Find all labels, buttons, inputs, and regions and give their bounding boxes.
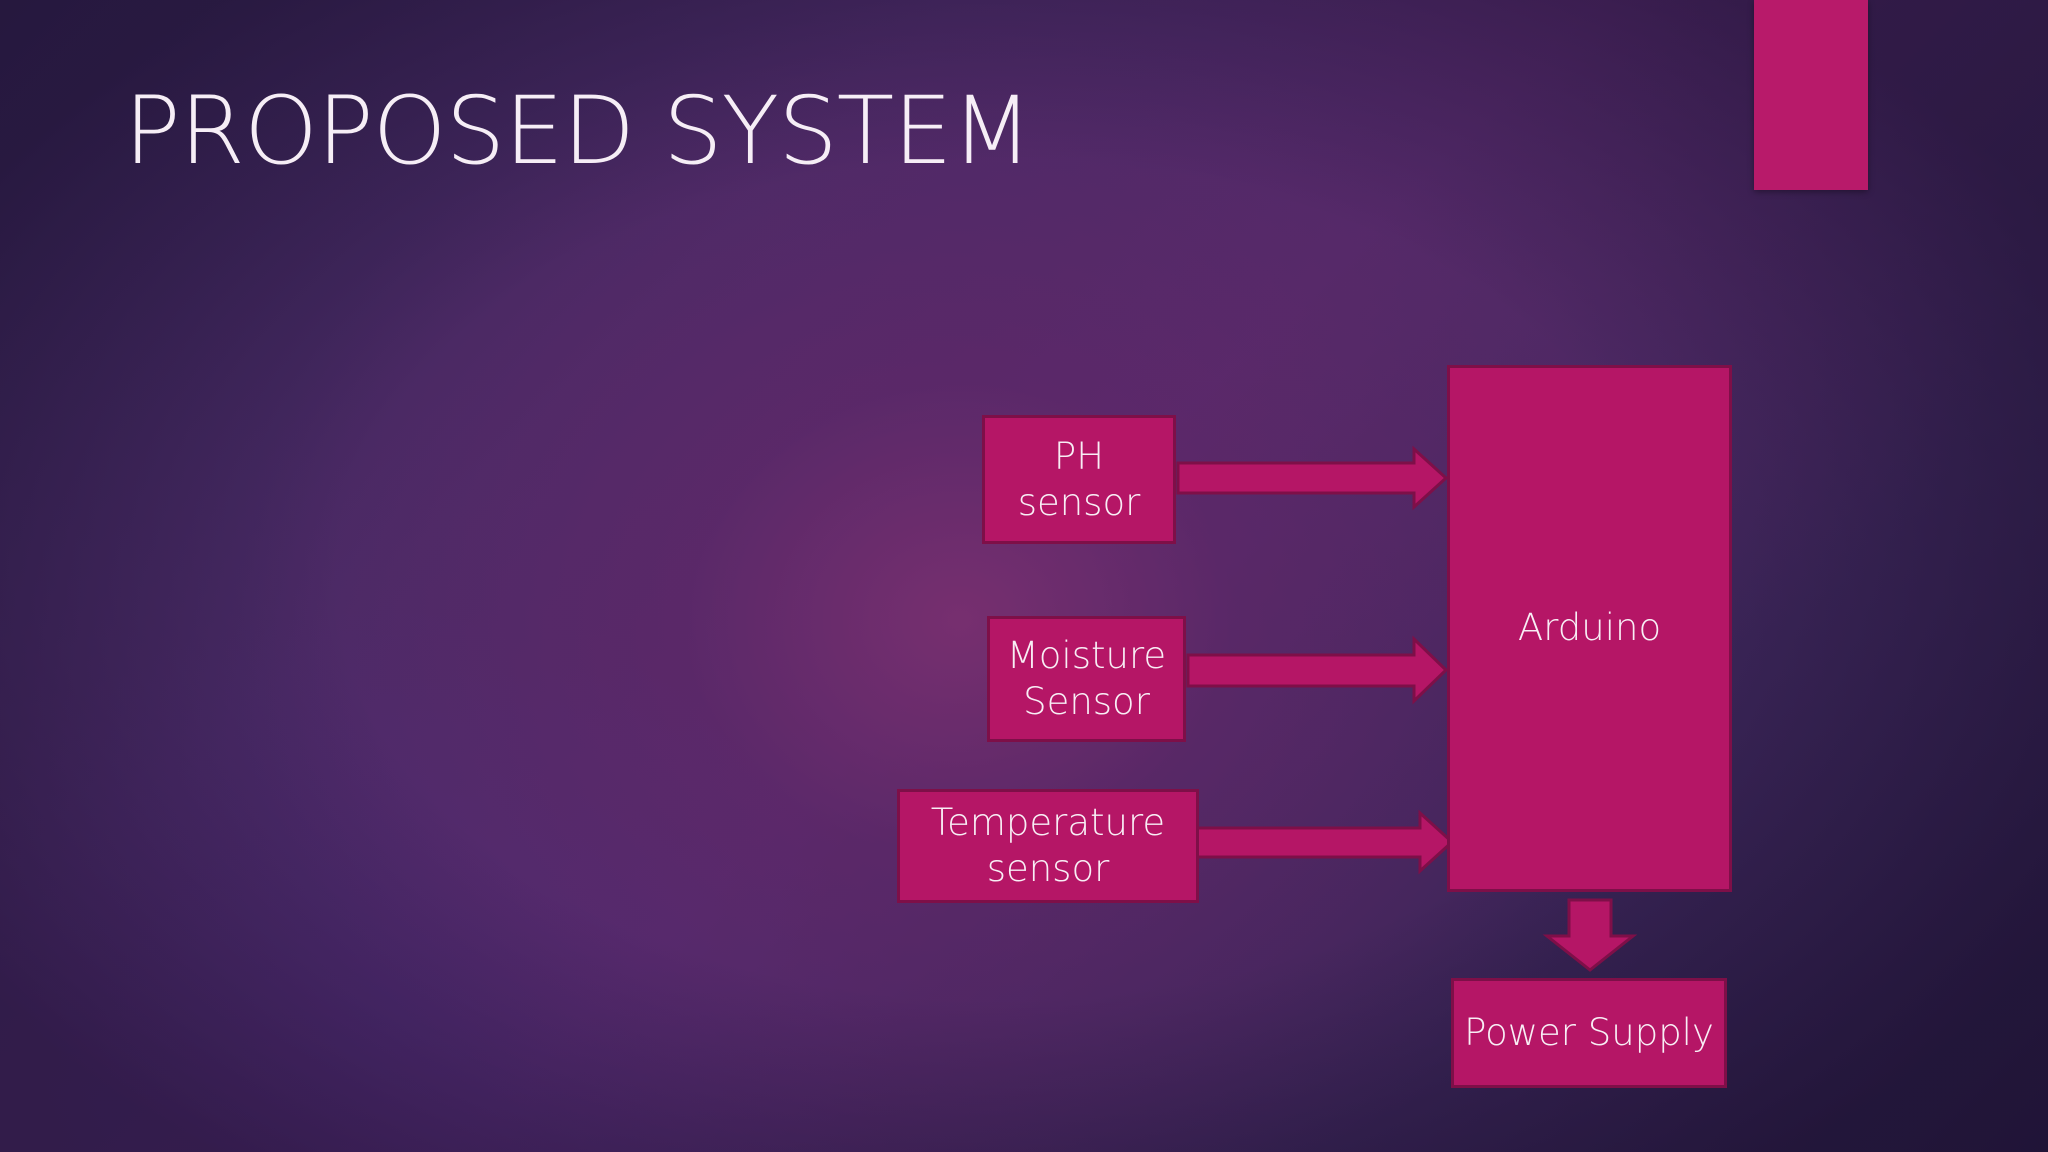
temperature-sensor-label-line2: sensor — [986, 847, 1110, 890]
power-supply-label: Power Supply — [1464, 1011, 1714, 1054]
temperature-sensor-block: Temperature sensor — [897, 789, 1199, 903]
slide-title: PROPOSED SYSTEM — [124, 77, 1033, 186]
power-supply-block: Power Supply — [1451, 978, 1727, 1088]
ph-sensor-label-line1: PH — [1053, 434, 1105, 478]
arrow-moisture-to-arduino — [1186, 635, 1449, 705]
accent-bar — [1754, 0, 1868, 190]
arrow-ph-to-arduino — [1176, 445, 1449, 511]
arduino-block: Arduino — [1447, 365, 1732, 892]
arrow-temperature-to-arduino — [1192, 809, 1455, 875]
moisture-sensor-label-line2: Sensor — [1023, 680, 1150, 723]
ph-sensor-block: PH sensor — [982, 415, 1176, 544]
arrow-arduino-to-power-supply — [1542, 898, 1638, 972]
moisture-sensor-label-line1: Moisture — [1006, 634, 1167, 677]
ph-sensor-label-line2: sensor — [1017, 480, 1141, 524]
arduino-label: Arduino — [1517, 606, 1662, 649]
moisture-sensor-block: Moisture Sensor — [987, 616, 1186, 742]
temperature-sensor-label-line1: Temperature — [930, 801, 1166, 844]
